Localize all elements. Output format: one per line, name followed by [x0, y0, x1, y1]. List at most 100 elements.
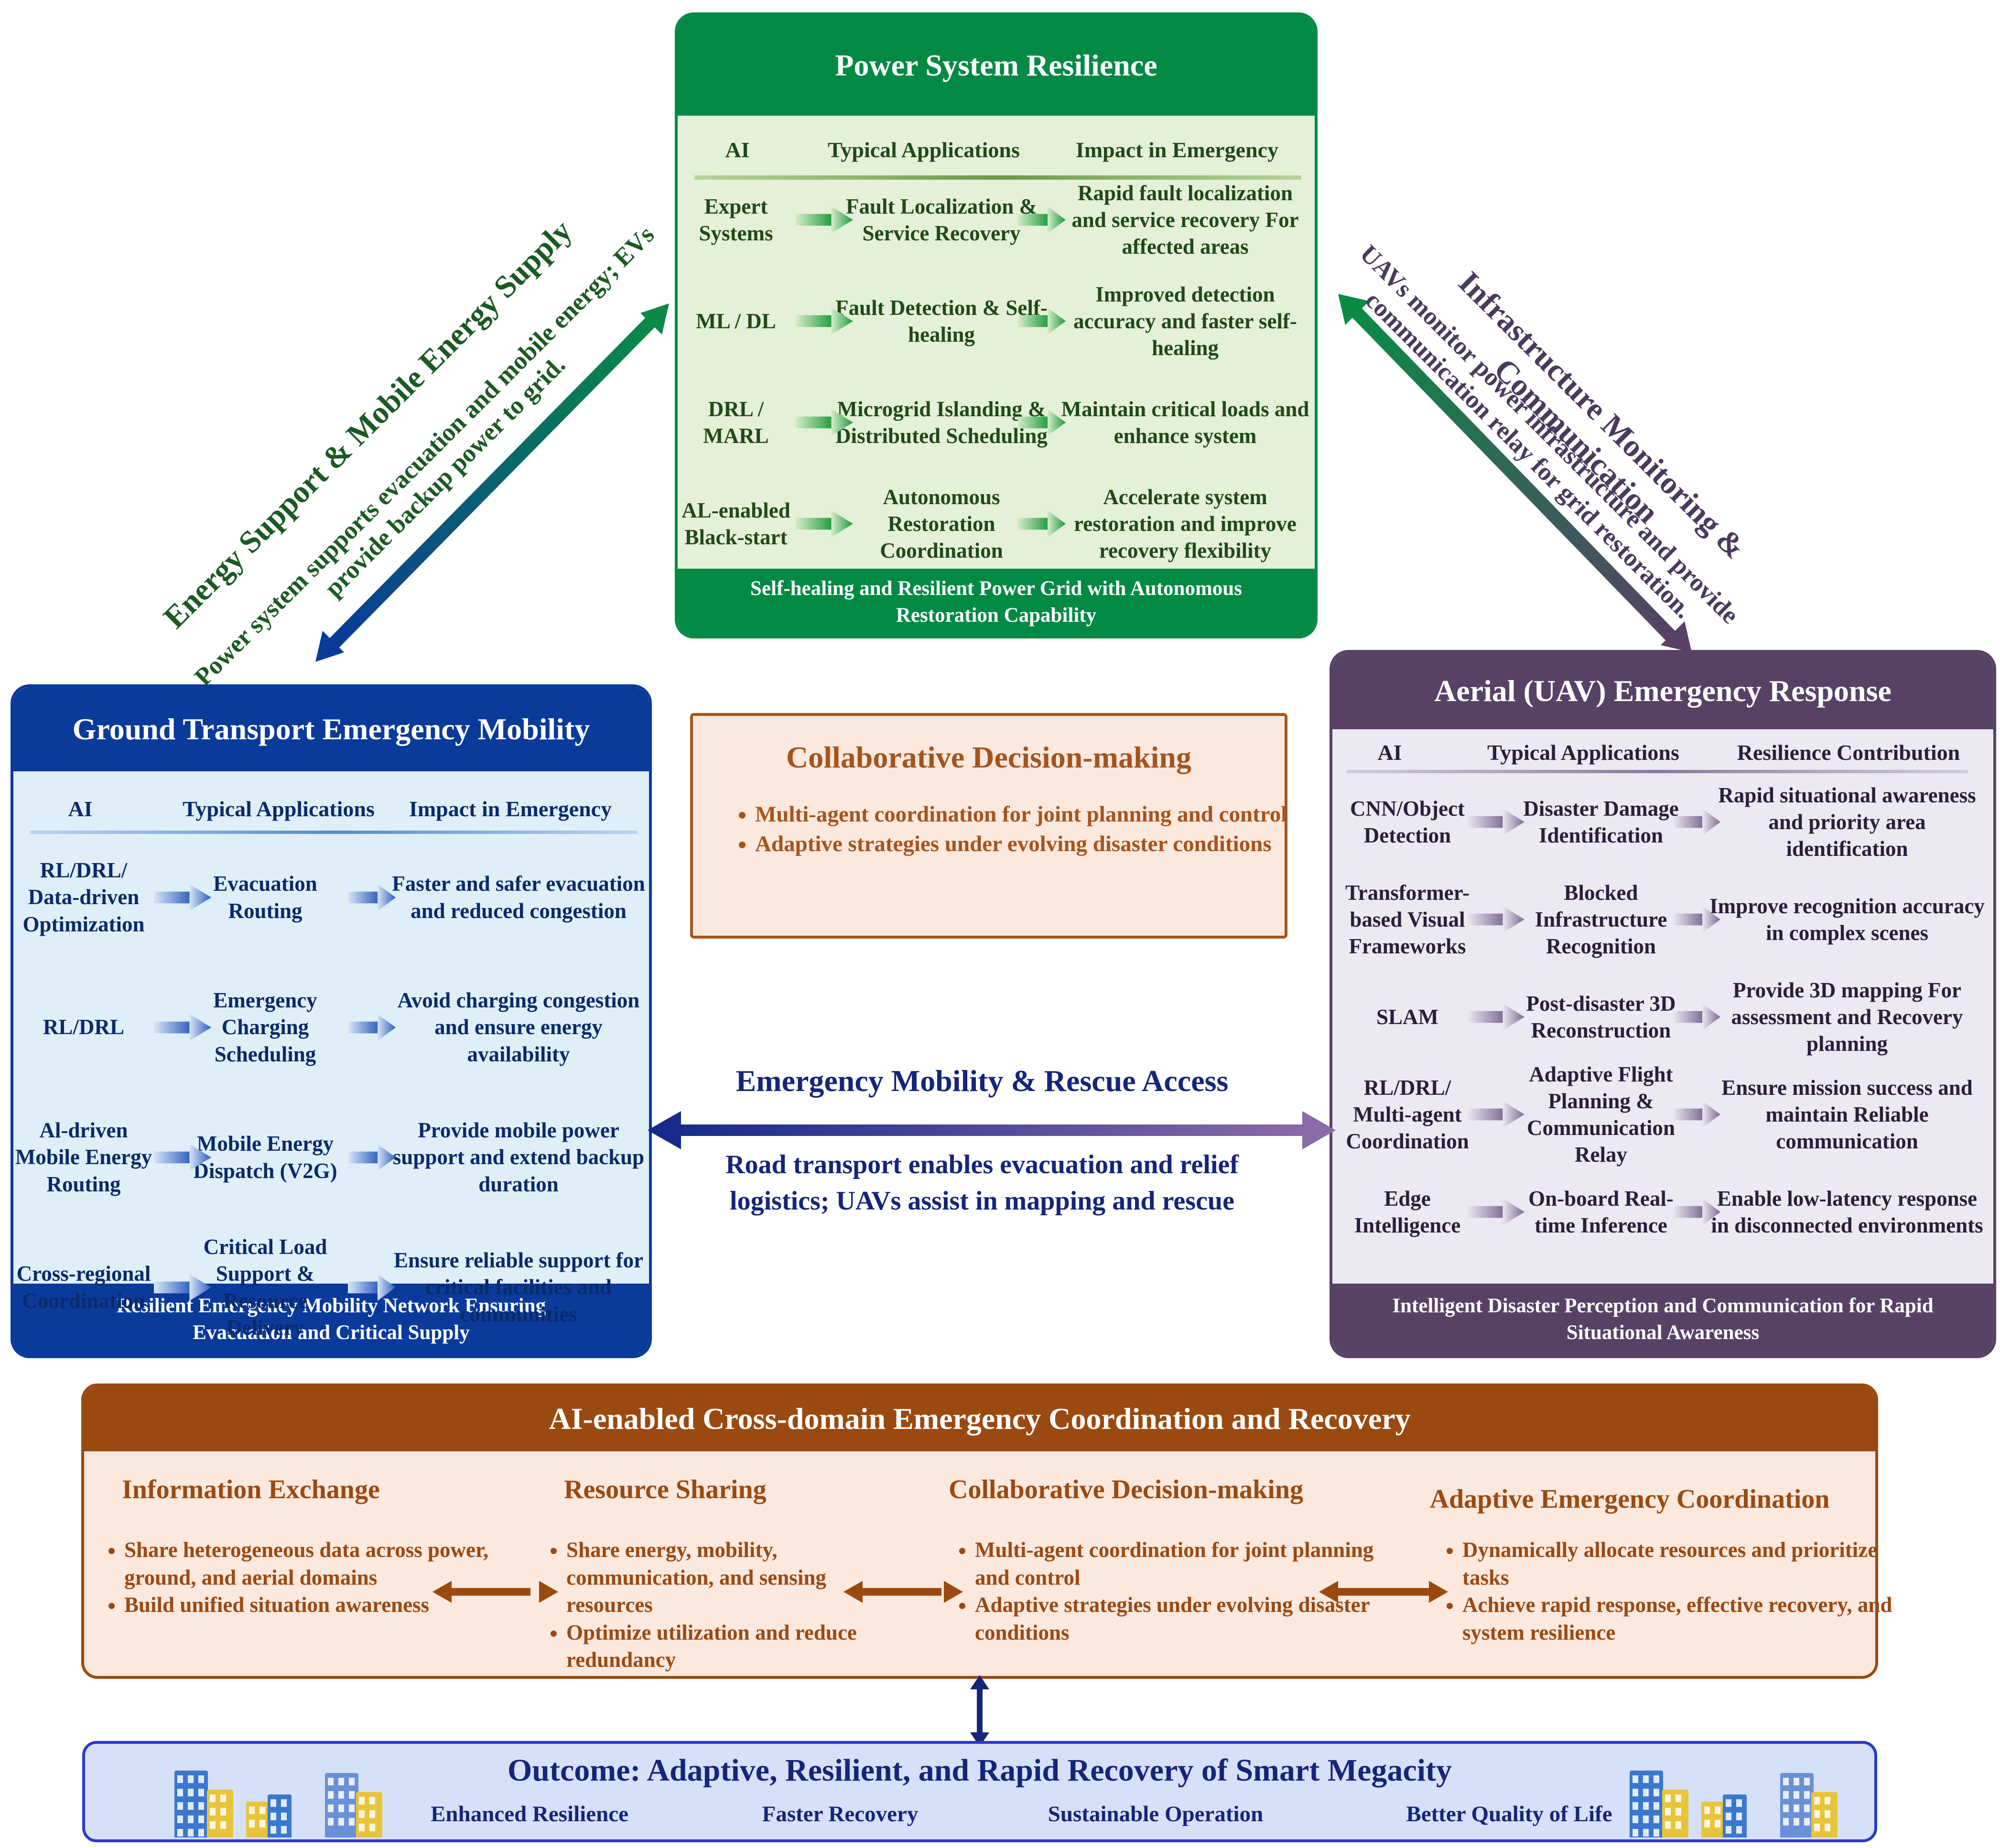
- ground-title: Ground Transport Emergency Mobility: [72, 712, 590, 746]
- aerial-col-app: Typical Applications: [1487, 740, 1679, 765]
- building-window: [1632, 1802, 1638, 1810]
- building-window: [359, 1797, 365, 1805]
- building-window: [1643, 1816, 1649, 1823]
- building-window: [328, 1805, 334, 1812]
- building-window: [281, 1813, 287, 1820]
- building-window: [220, 1821, 226, 1829]
- building-window: [1643, 1789, 1649, 1796]
- coordination-bullet: Dynamically allocate resources and prior…: [1462, 1536, 1892, 1591]
- building-window: [1704, 1820, 1710, 1827]
- ground-panel: Ground Transport Emergency Mobility AI T…: [11, 684, 652, 1358]
- power-row-impact: Maintain critical loads and enhance syst…: [1061, 397, 1309, 448]
- power-row-arrow-1: [796, 409, 853, 436]
- ground-row-ai: RL/DRL/ Data-driven Optimization: [22, 858, 145, 936]
- coordination-panel: AI-enabled Cross-domain Emergency Coordi…: [81, 1383, 1878, 1679]
- building-window: [349, 1818, 355, 1826]
- building-window: [369, 1810, 375, 1818]
- power-row-ai: DRL / MARL: [703, 397, 769, 448]
- aerial-title: Aerial (UAV) Emergency Response: [1434, 674, 1892, 708]
- building-window: [1825, 1824, 1830, 1831]
- outcome-link-arrow: [970, 1675, 989, 1747]
- outcome-item-quality: Better Quality of Life: [1406, 1802, 1612, 1826]
- aerial-row-app: Blocked Infrastructure Recognition: [1535, 880, 1667, 959]
- coordination-bullet: Multi-agent coordination for joint plann…: [975, 1536, 1386, 1591]
- ground-row-impact: Provide mobile power support and extend …: [392, 1118, 645, 1196]
- building-window: [220, 1808, 226, 1816]
- aerial-row-arrow-2: [1673, 1004, 1720, 1030]
- power-panel: Power System Resilience AI Typical Appli…: [675, 12, 1318, 638]
- right-link-arrow: [1338, 294, 1692, 652]
- aerial-row-impact: Rapid situational awareness and priority…: [1718, 783, 1976, 861]
- center-box-bullets: Multi-agent coordination for joint plann…: [722, 800, 1290, 859]
- coordination-title: AI-enabled Cross-domain Emergency Coordi…: [549, 1402, 1411, 1436]
- aerial-row-impact: Ensure mission success and maintain Reli…: [1721, 1075, 1973, 1154]
- power-row-arrow-1: [796, 206, 853, 233]
- ground-row-arrow-1: [154, 1144, 211, 1171]
- building-window: [270, 1826, 276, 1834]
- building-window: [188, 1829, 194, 1837]
- building-window: [1736, 1813, 1742, 1820]
- building-window: [1676, 1821, 1681, 1829]
- building-window: [1715, 1806, 1720, 1814]
- center-box-bullet: Multi-agent coordination for joint plann…: [755, 800, 1290, 829]
- building-window: [177, 1789, 183, 1796]
- power-footer: Self-healing and Resilient Power Grid wi…: [678, 569, 1315, 636]
- building-window: [359, 1810, 365, 1818]
- building-window: [210, 1821, 216, 1829]
- building-window: [1676, 1794, 1681, 1802]
- building-window: [1783, 1791, 1789, 1799]
- building-icon: [174, 1771, 208, 1837]
- power-row-arrow-2: [1018, 308, 1066, 335]
- ground-row-app: Evacuation Routing: [213, 872, 317, 923]
- coordination-section-title: Adaptive Emergency Coordination: [1429, 1484, 1830, 1514]
- power-col-impact: Impact in Emergency: [1075, 138, 1279, 162]
- building-window: [1654, 1816, 1659, 1823]
- building-window: [1726, 1826, 1731, 1834]
- coordination-section-title: Resource Sharing: [564, 1475, 767, 1504]
- ground-row-arrow-2: [348, 1144, 396, 1171]
- power-row-arrow-1: [796, 510, 853, 537]
- aerial-footer: Intelligent Disaster Perception and Comm…: [1332, 1284, 1993, 1355]
- building-window: [210, 1794, 216, 1802]
- building-icon: [356, 1792, 382, 1837]
- ground-footer-text: Resilient Emergency Mobility Network Ens…: [116, 1295, 546, 1344]
- building-window: [359, 1824, 365, 1831]
- ground-row-arrow-2: [348, 1274, 396, 1301]
- building-window: [1804, 1778, 1810, 1785]
- power-row-app: Microgrid Islanding & Distributed Schedu…: [835, 397, 1048, 448]
- building-window: [281, 1826, 287, 1834]
- aerial-row-arrow-2: [1673, 809, 1720, 835]
- aerial-header-rule: [1347, 770, 1968, 773]
- building-window: [1814, 1810, 1820, 1818]
- building-window: [1643, 1802, 1649, 1810]
- ground-col-app: Typical Applications: [183, 797, 375, 821]
- building-window: [1794, 1791, 1799, 1799]
- building-window: [188, 1816, 194, 1823]
- building-window: [270, 1813, 276, 1820]
- aerial-row-ai: Edge Intelligence: [1354, 1186, 1461, 1237]
- building-window: [1736, 1826, 1742, 1834]
- aerial-row-arrow-2: [1673, 906, 1720, 933]
- building-icon: [1780, 1773, 1814, 1837]
- building-window: [338, 1805, 344, 1812]
- building-window: [1632, 1816, 1638, 1823]
- ground-header-rule: [30, 831, 637, 834]
- aerial-col-impact: Resilience Contribution: [1737, 740, 1960, 765]
- building-window: [349, 1778, 355, 1785]
- building-icon: [268, 1794, 292, 1837]
- building-window: [220, 1794, 226, 1802]
- aerial-row-ai: CNN/Object Detection: [1350, 796, 1465, 847]
- ground-row-app: Emergency Charging Scheduling: [213, 988, 317, 1066]
- aerial-row-app: Post-disaster 3D Reconstruction: [1526, 991, 1676, 1042]
- coordination-bullet: Share heterogeneous data across power, g…: [124, 1536, 535, 1591]
- building-window: [177, 1802, 183, 1810]
- building-icon: [1662, 1790, 1688, 1837]
- building-window: [1704, 1806, 1710, 1814]
- outcome-title: Outcome: Adaptive, Resilient, and Rapid …: [507, 1753, 1452, 1788]
- building-window: [369, 1824, 375, 1831]
- building-window: [1814, 1797, 1820, 1805]
- building-window: [1804, 1805, 1810, 1812]
- building-window: [369, 1797, 375, 1805]
- coordination-bullet: Achieve rapid response, effective recove…: [1462, 1591, 1892, 1646]
- power-row-arrow-2: [1018, 206, 1066, 233]
